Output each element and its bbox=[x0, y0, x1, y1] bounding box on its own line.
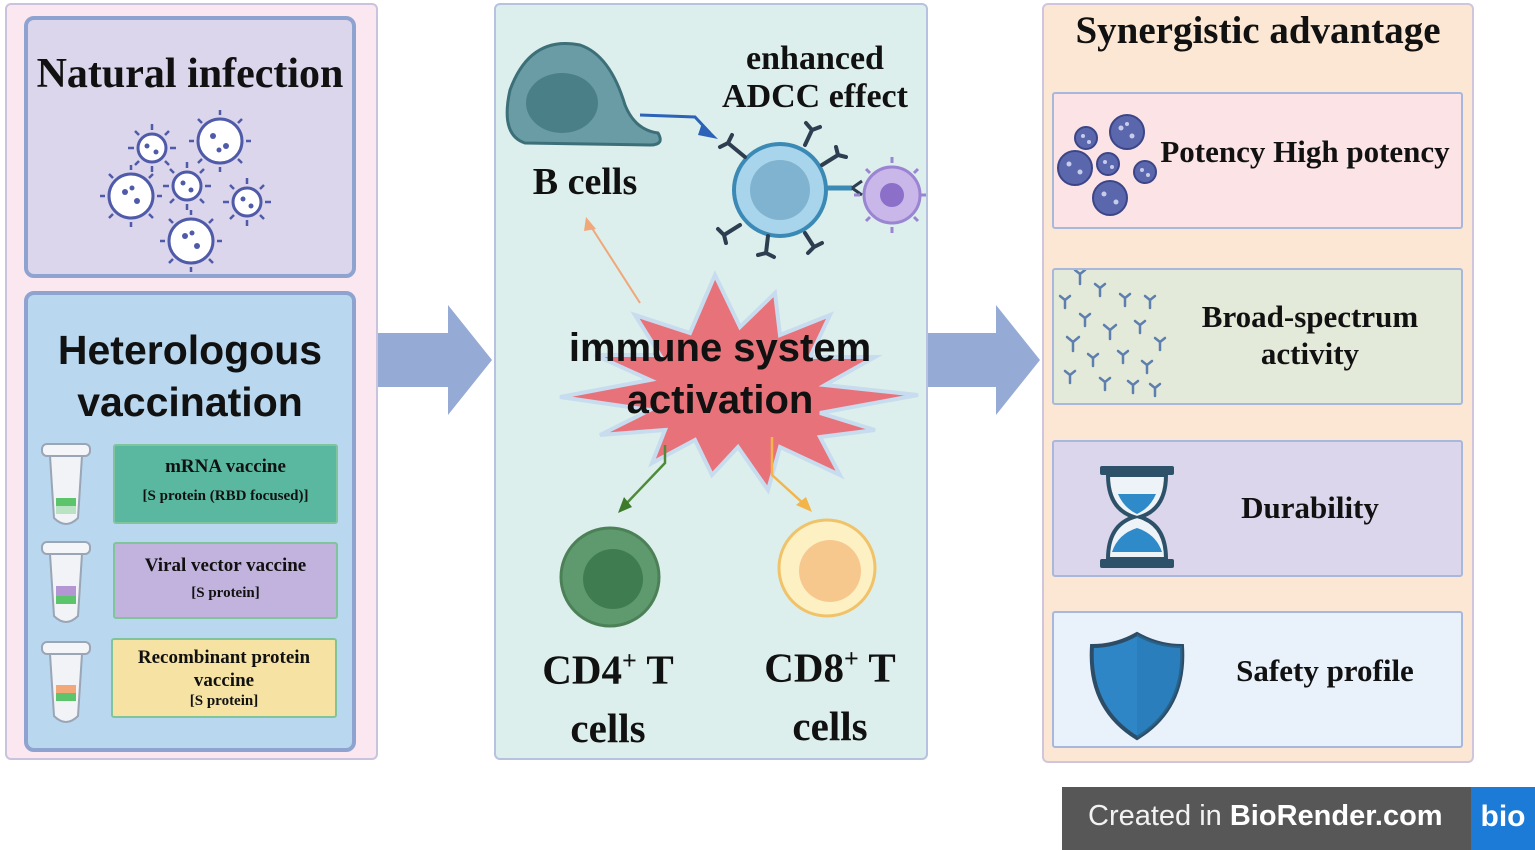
broad-spectrum-label-line1: Broad-spectrum bbox=[1201, 299, 1419, 334]
immune-activation-label: immune system activation bbox=[520, 322, 920, 426]
mrna-vaccine-sub: [S protein (RBD focused)] bbox=[142, 488, 309, 504]
broad-spectrum-label: Broad-spectrum activity bbox=[1160, 298, 1460, 372]
cd4-t-cells-label: CD4+ T cells bbox=[518, 632, 698, 757]
cd4-label-line2: cells bbox=[570, 704, 646, 751]
badge-prefix: Created in bbox=[1088, 800, 1230, 832]
adcc-effect-label: enhanced ADCC effect bbox=[700, 40, 930, 116]
potency-label: Potency High potency bbox=[1160, 134, 1450, 169]
natural-infection-title: Natural infection bbox=[36, 51, 344, 97]
antibodies-icon bbox=[1058, 270, 1167, 398]
durability-label: Durability bbox=[1241, 490, 1379, 525]
viral-vector-vaccine-sub: [S protein] bbox=[191, 585, 260, 601]
cd8-text: CD8 bbox=[764, 644, 845, 691]
viral-vector-vaccine-box: Viral vector vaccine [S protein] bbox=[113, 542, 338, 619]
biorender-badge[interactable] bbox=[1062, 787, 1535, 850]
biorender-badge-text[interactable]: Created in BioRender.com bbox=[1088, 800, 1443, 833]
cd8-t-cell-icon bbox=[777, 518, 877, 618]
virus-cluster-icon bbox=[1057, 114, 1157, 216]
recombinant-protein-vaccine-box: Recombinant protein vaccine [S protein] bbox=[111, 638, 337, 718]
hourglass-icon bbox=[1100, 466, 1174, 568]
virus-particles-icon bbox=[100, 110, 271, 272]
cd8-sup: + bbox=[844, 644, 859, 673]
immune-cells-illustration bbox=[505, 42, 926, 513]
activation-label-line2: activation bbox=[626, 378, 814, 422]
adcc-label-line2: ADCC effect bbox=[722, 78, 908, 115]
cd4-suffix: T bbox=[636, 646, 674, 693]
cd4-label-line1: CD4+ T bbox=[518, 632, 698, 699]
adcc-label-line1: enhanced bbox=[746, 40, 884, 77]
viral-vector-vaccine-label: Viral vector vaccine bbox=[144, 555, 307, 576]
biorender-logo[interactable] bbox=[1471, 787, 1535, 850]
mrna-vaccine-label: mRNA vaccine bbox=[165, 456, 286, 477]
cd8-suffix: T bbox=[858, 644, 896, 691]
recombinant-vaccine-label-line2: vaccine bbox=[193, 670, 255, 691]
badge-brand: BioRender.com bbox=[1229, 800, 1443, 832]
biorender-logo-text: bio bbox=[1480, 800, 1526, 833]
b-cells-label: B cells bbox=[532, 161, 638, 203]
cd4-sup: + bbox=[622, 646, 637, 675]
hetero-title-line2: vaccination bbox=[77, 379, 303, 425]
hetero-title-line1: Heterologous bbox=[57, 327, 323, 373]
heterologous-vaccination-title: Heterologous vaccination bbox=[24, 324, 356, 428]
cd4-text: CD4 bbox=[542, 646, 623, 693]
broad-spectrum-label-line2: activity bbox=[1260, 336, 1360, 371]
mrna-vaccine-box: mRNA vaccine [S protein (RBD focused)] bbox=[113, 444, 338, 524]
arrow-right-icon bbox=[378, 305, 492, 415]
broad-spectrum-box bbox=[1052, 268, 1463, 405]
activation-label-line1: immune system bbox=[568, 326, 872, 370]
cd8-label-line1: CD8+ T bbox=[740, 630, 920, 697]
arrow-right-icon bbox=[928, 305, 1040, 415]
synergistic-advantage-title: Synergistic advantage bbox=[1075, 9, 1441, 52]
vaccine-tubes-icon bbox=[41, 443, 91, 723]
cd8-label-line2: cells bbox=[792, 702, 868, 749]
cd4-t-cell-icon bbox=[559, 526, 661, 628]
recombinant-vaccine-label-line1: Recombinant protein bbox=[137, 647, 311, 668]
cd8-t-cells-label: CD8+ T cells bbox=[740, 630, 920, 755]
shield-icon bbox=[1089, 631, 1185, 741]
safety-profile-label: Safety profile bbox=[1236, 653, 1414, 688]
recombinant-vaccine-sub: [S protein] bbox=[189, 693, 259, 709]
